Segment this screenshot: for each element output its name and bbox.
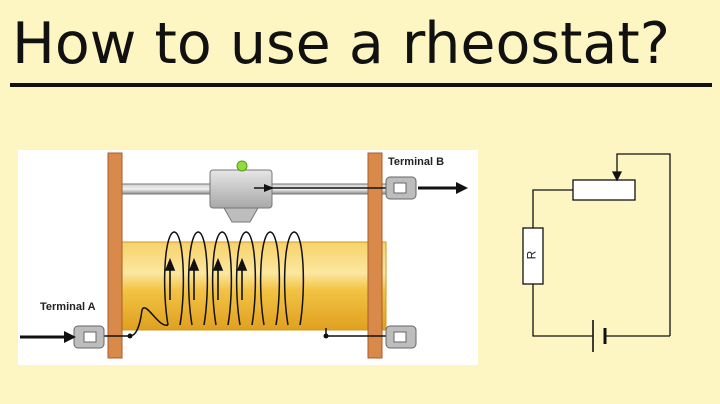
left-post <box>107 152 123 359</box>
wiper-wire <box>616 153 671 336</box>
rheostat-circuit-schematic <box>522 153 671 352</box>
wire-bottom-left <box>532 284 593 337</box>
right-post <box>367 152 383 359</box>
sliding-contact <box>209 160 273 223</box>
slider-led <box>236 160 248 172</box>
wire-terminal-a <box>90 307 169 337</box>
coil-cylinder <box>117 241 387 331</box>
rheostat-symbol <box>572 179 636 201</box>
terminal-b-label: Terminal B <box>388 156 445 168</box>
bottom-right-clamp <box>385 325 417 349</box>
current-arrows <box>164 257 248 300</box>
circuit-diagram: R <box>505 148 705 363</box>
coil-windings <box>163 231 305 326</box>
terminal-a-clamp <box>73 325 105 349</box>
resistor-label: R <box>524 250 539 260</box>
output-arrow-icon <box>418 182 468 194</box>
input-arrow-icon <box>20 331 76 343</box>
title-underline <box>10 83 712 87</box>
terminal-b-clamp <box>385 176 417 200</box>
rheostat-illustration <box>20 152 468 359</box>
rheostat-diagram: Terminal A Terminal B <box>18 150 478 365</box>
terminal-a-label: Terminal A <box>40 301 96 313</box>
wire-top-left <box>532 189 573 228</box>
page-title: How to use a rheostat? <box>12 11 670 77</box>
